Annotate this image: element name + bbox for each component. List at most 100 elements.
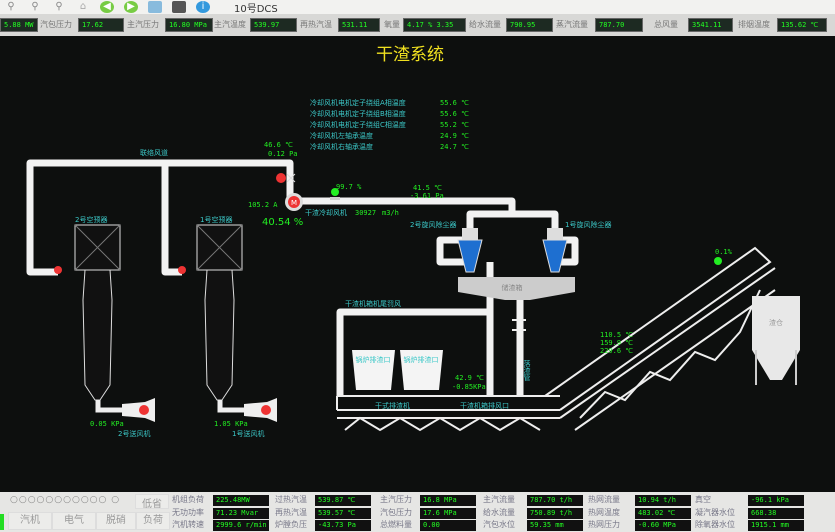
duct-label: 联络风道 — [140, 148, 168, 157]
valve-icon — [330, 197, 340, 200]
motor-icon: M — [291, 199, 297, 207]
info-icon[interactable]: i — [196, 1, 210, 13]
blower1-pressure: 1.05 KPa — [214, 420, 248, 428]
status-label: 蒸汽流量 — [556, 20, 588, 29]
page-title: 干渣系统 — [376, 45, 444, 65]
fan-current: 105.2 A — [248, 201, 278, 209]
summary-label: 热网流量 — [588, 495, 620, 504]
temp-value: 55.6 ℃ — [440, 110, 469, 118]
cyclone-1 — [542, 228, 568, 273]
summary-value: 16.8 MPa — [420, 495, 476, 506]
outlet-pressure: -3.61 Pa — [410, 192, 444, 200]
load-button[interactable]: 负荷 — [136, 512, 170, 530]
silo-valve-opening: 0.1% — [715, 248, 733, 256]
zoom-in-icon[interactable]: ⚲ — [7, 1, 15, 12]
indicator-lamps: ○○○○○○○○○○○ ○ — [10, 495, 121, 505]
status-indicator — [0, 514, 4, 530]
process-diagram: 干渣系统 冷却风机电机定子绕组A相温度 55.6 ℃ 冷却风机电机定子绕组B相温… — [0, 36, 835, 492]
heater2-damper-icon[interactable] — [54, 266, 62, 274]
temp-label: 冷却风机右轴承温度 — [310, 142, 373, 151]
summary-label: 给水流量 — [483, 507, 515, 517]
back-icon[interactable]: ◀ — [100, 1, 114, 13]
summary-value: 10.94 t/h — [635, 495, 691, 506]
hopper-label: 储渣箱 — [502, 283, 523, 292]
status-value: 5.88 MW — [0, 18, 38, 32]
folder-icon[interactable] — [148, 1, 162, 13]
box-pressure: -0.85KPa — [452, 383, 486, 391]
status-value: 787.70 — [595, 18, 643, 32]
status-value: 4.17 % 3.35 — [403, 18, 466, 32]
valve-actuator-icon[interactable] — [331, 188, 339, 196]
summary-label: 主汽压力 — [380, 495, 412, 504]
status-label: 汽包压力 — [40, 20, 72, 29]
heater1-damper-icon[interactable] — [178, 266, 186, 274]
summary-value: -43.73 Pa — [315, 520, 371, 531]
turbine-button[interactable]: 汽机 — [8, 512, 52, 530]
cyclone1-label: 1号旋风除尘器 — [565, 220, 611, 229]
temp-value: 24.7 ℃ — [440, 143, 469, 151]
gate-valve-icon — [512, 319, 526, 331]
dry-slag-system-diagram: 干渣系统 冷却风机电机定子绕组A相温度 55.6 ℃ 冷却风机电机定子绕组B相温… — [26, 45, 800, 438]
slag-bucket: 锅炉排渣口 — [400, 350, 443, 390]
damper-valve-icon — [286, 173, 296, 183]
temp-value: 55.6 ℃ — [440, 99, 469, 107]
duct-temp: 46.6 ℃ — [264, 141, 293, 149]
temp-label: 冷却风机电机定子绕组A相温度 — [310, 98, 406, 107]
cyclone-2 — [457, 228, 483, 273]
blower-2[interactable] — [122, 398, 155, 422]
conveyor-temp: 110.5 ℃ — [600, 331, 633, 339]
status-label: 主汽温度 — [214, 20, 246, 29]
temp-label: 冷却风机左轴承温度 — [310, 131, 373, 140]
zoom-out-icon[interactable]: ⚲ — [31, 1, 39, 12]
silo-valve-icon[interactable] — [714, 257, 722, 265]
status-value: 790.95 — [506, 18, 553, 32]
summary-value: 483.02 ℃ — [635, 507, 691, 519]
temp-label: 冷却风机电机定子绕组B相温度 — [310, 109, 406, 118]
summary-label: 无功功率 — [172, 507, 204, 517]
summary-value: 539.87 ℃ — [315, 495, 371, 506]
toolbar: ⚲ ⚲ ⚲ ⌂ ◀ ▶ i 10号DCS — [0, 0, 835, 15]
denitration-button[interactable]: 脱硝 — [96, 512, 136, 530]
fan-flow: 30927 — [355, 209, 376, 217]
damper-actuator-icon[interactable] — [276, 173, 286, 183]
summary-value: 750.89 t/h — [527, 507, 583, 519]
blower2-label: 2号送风机 — [118, 429, 150, 438]
temp-value: 55.2 ℃ — [440, 121, 469, 129]
print-icon[interactable] — [172, 1, 186, 13]
exhaust-label: 干渣机箱排风口 — [460, 401, 509, 410]
conveyor-temp: 159.9 ℃ — [600, 339, 633, 347]
summary-value: 1915.1 mm — [748, 520, 804, 531]
status-label: 主汽压力 — [127, 20, 159, 29]
cooling-fan[interactable]: M — [285, 193, 303, 211]
box-temp: 42.9 ℃ — [455, 374, 484, 382]
zoom-icon[interactable]: ⚲ — [55, 1, 63, 12]
status-value: 531.11 — [338, 18, 380, 32]
forward-icon[interactable]: ▶ — [124, 1, 138, 13]
summary-value: 71.23 Mvar — [213, 507, 269, 519]
dry-slag-conveyor — [336, 246, 776, 432]
electrical-button[interactable]: 电气 — [52, 512, 96, 530]
summary-label: 汽机转速 — [172, 520, 204, 529]
conveyor-label: 干式排渣机 — [375, 401, 410, 410]
home-icon[interactable]: ⌂ — [79, 1, 87, 12]
silo-label: 渣仓 — [769, 318, 783, 327]
blower1-label: 1号送风机 — [232, 429, 264, 438]
summary-value: 539.57 ℃ — [315, 507, 371, 519]
summary-label: 凝汽器水位 — [695, 507, 735, 517]
summary-value: 2999.6 r/min — [213, 520, 269, 531]
low-economizer-button[interactable]: 低省 — [135, 494, 169, 510]
outlet-temp: 41.5 ℃ — [413, 184, 442, 192]
summary-label: 再热汽温 — [275, 507, 307, 517]
fan-label: 干渣冷却风机 — [305, 208, 347, 217]
blower-1[interactable] — [244, 398, 277, 422]
summary-label: 总燃料量 — [380, 520, 412, 529]
summary-label: 汽包水位 — [483, 520, 515, 529]
summary-label: 主汽流量 — [483, 495, 515, 504]
air-preheater-2 — [74, 224, 122, 413]
conveyor-temp: 229.6 ℃ — [600, 347, 633, 355]
app-title: 10号DCS — [234, 3, 278, 15]
summary-label: 热网温度 — [588, 507, 620, 517]
summary-label: 机组负荷 — [172, 495, 204, 504]
summary-label: 热网压力 — [588, 520, 620, 529]
